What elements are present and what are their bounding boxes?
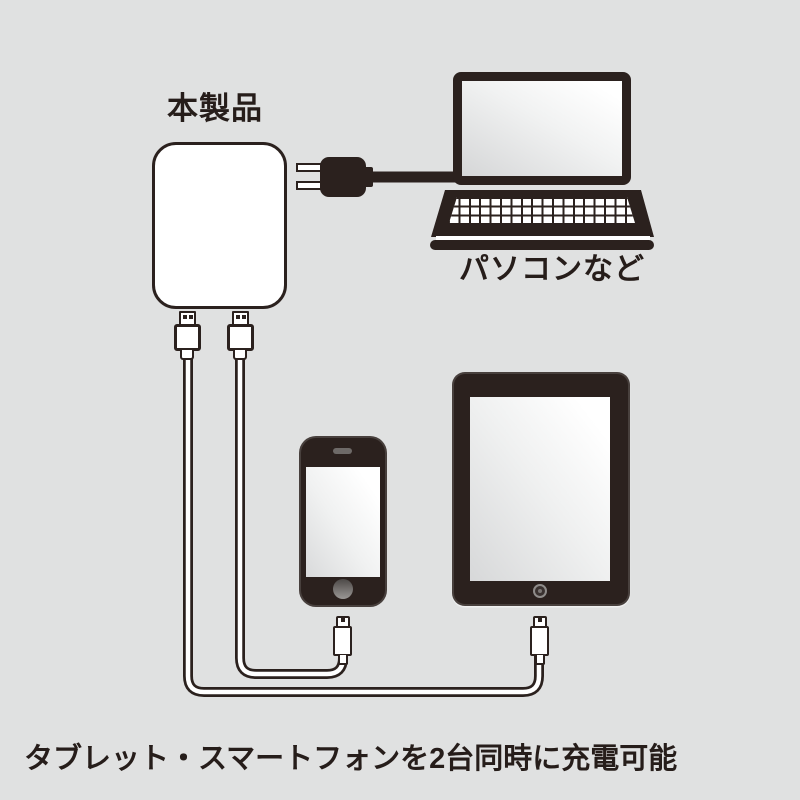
usb-connector-body [227, 324, 254, 351]
smartphone-speaker [333, 448, 352, 454]
power-plug-icon [320, 157, 366, 197]
smartphone-screen [306, 467, 380, 577]
laptop-screen [462, 81, 622, 176]
lightning-connector-neck [338, 655, 348, 665]
laptop-keyboard [449, 197, 635, 223]
lightning-contact [538, 618, 542, 622]
plug-strain-relief [362, 167, 373, 187]
cable-to-tablet-core [185, 354, 542, 695]
usb-contact [188, 315, 193, 319]
usb-contact [241, 315, 246, 319]
tablet-screen [470, 397, 610, 581]
smartphone-home-button [333, 579, 353, 599]
computer-label: パソコンなど [459, 253, 645, 286]
charger-icon [152, 142, 287, 309]
product-label: 本製品 [167, 91, 263, 126]
lightning-connector-body [333, 626, 352, 656]
usb-connector-neck [180, 350, 194, 360]
usb-contact [235, 315, 240, 319]
laptop-bottom-edge [430, 240, 654, 250]
tablet-home-button [533, 584, 547, 598]
usb-connector-body [174, 324, 201, 351]
usb-contact [182, 315, 187, 319]
plug-prong-bottom [296, 181, 322, 190]
caption-text: タブレット・スマートフォンを2台同時に充電可能 [24, 743, 678, 775]
laptop-base-highlight [436, 236, 650, 240]
lightning-connector-neck [535, 655, 545, 665]
usb-connector-neck [233, 350, 247, 360]
plug-prong-top [296, 163, 322, 172]
lightning-connector-body [530, 626, 549, 656]
lightning-contact [341, 618, 345, 622]
